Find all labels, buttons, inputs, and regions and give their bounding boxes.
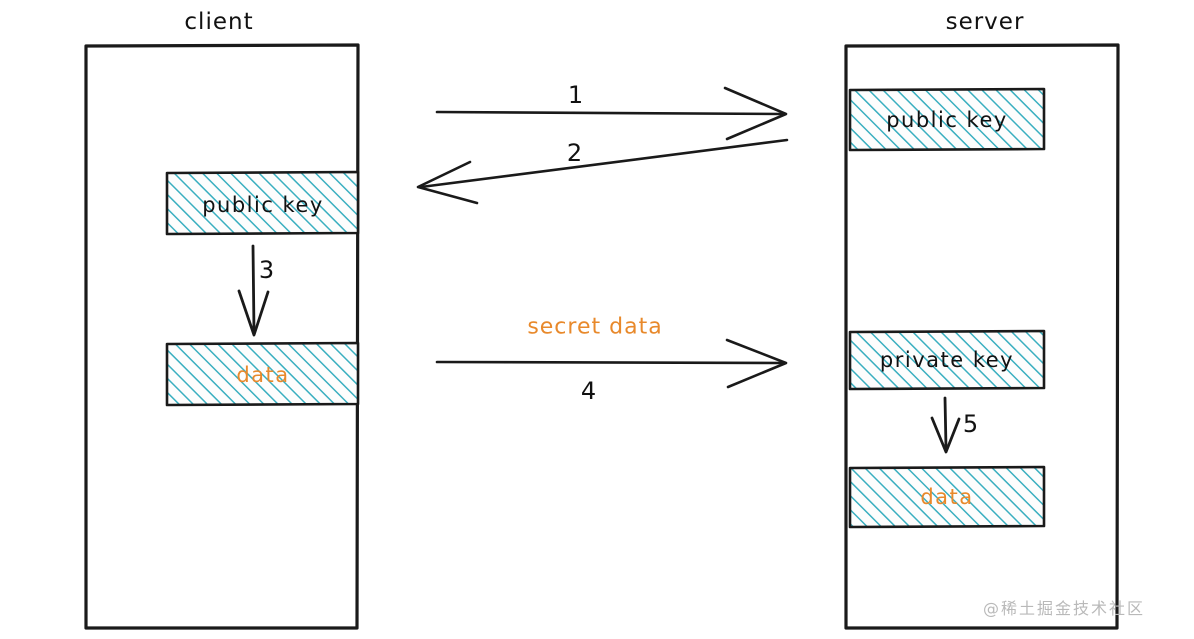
step-number-3: 3 [258,256,276,284]
server-public-key-box [848,87,1046,152]
client-data-box [165,341,360,407]
arrow-4-client-to-server [435,338,788,389]
arrow-3-down [237,244,270,337]
client-data-label: data [236,363,290,387]
client-public-key-box [165,170,360,236]
secret-data-flow-label: secret data [527,314,663,340]
server-lane-title: server [945,9,1025,35]
arrow-1-client-to-server [435,86,788,141]
step-number-5: 5 [962,410,980,438]
client-lane-title: client [184,9,254,35]
step-number-4: 4 [580,377,598,405]
watermark: @稀土掘金技术社区 [983,599,1146,618]
client-lane-container [84,43,360,630]
step-number-1: 1 [567,81,585,109]
step-number-2: 2 [566,139,584,167]
server-private-key-label: private key [879,348,1015,372]
server-lane-container [844,43,1120,630]
server-data-box [848,465,1046,529]
server-public-key-label: public key [886,108,1008,132]
server-private-key-box [848,329,1046,391]
arrow-2-server-to-client [416,138,789,205]
server-data-label: data [920,485,974,509]
arrow-5-down [930,396,961,454]
client-public-key-label: public key [202,193,324,217]
